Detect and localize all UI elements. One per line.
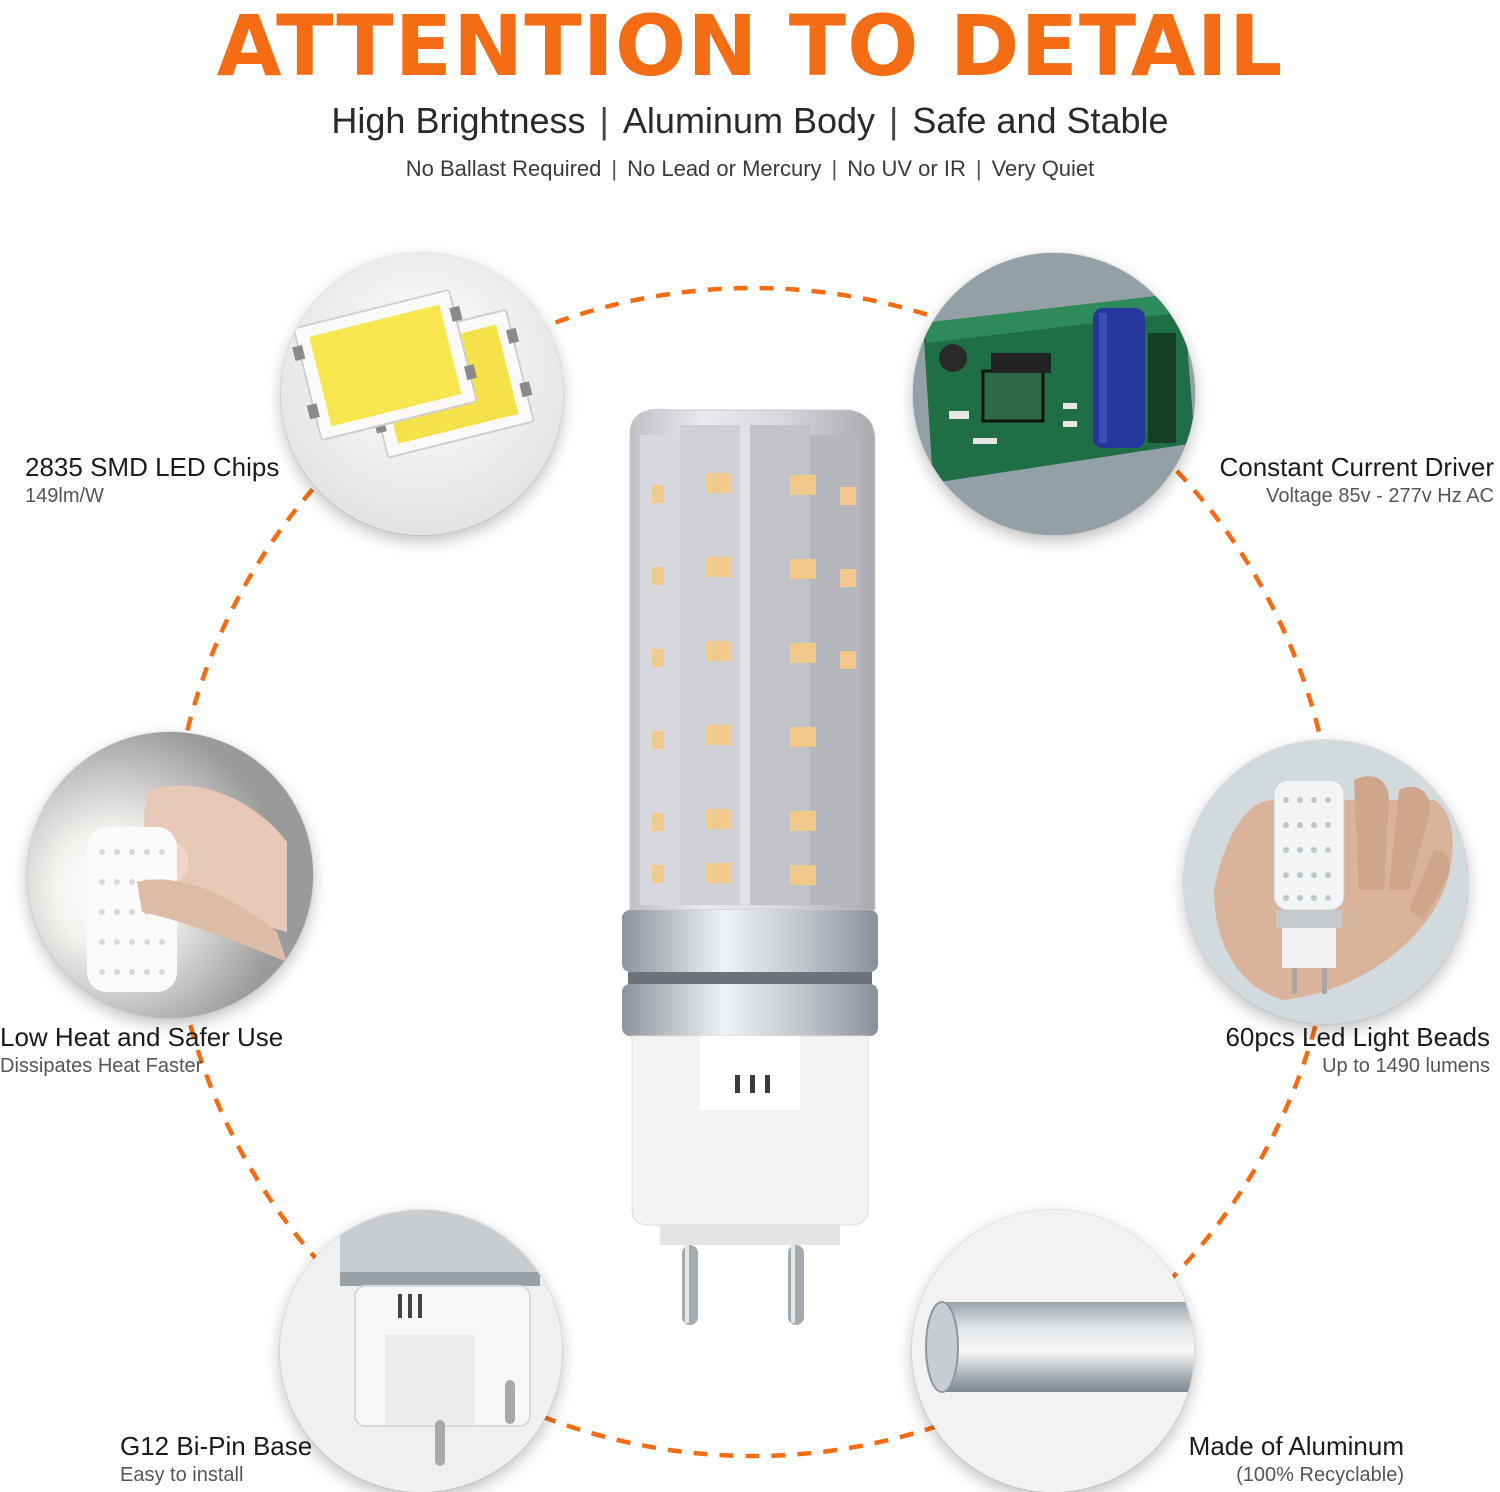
feature-title: Constant Current Driver	[1219, 452, 1494, 482]
feature-driver: Constant Current Driver Voltage 85v - 27…	[1219, 451, 1494, 509]
feature-detail: Easy to install	[120, 1464, 244, 1486]
feature-aluminum: Made of Aluminum (100% Recyclable)	[1189, 1430, 1404, 1488]
highlight-separator: |	[975, 156, 982, 181]
feature-detail: Dissipates Heat Faster	[0, 1055, 203, 1077]
feature-detail: Voltage 85v - 277v Hz AC	[1266, 485, 1494, 507]
highlight-item: No Ballast Required	[405, 156, 602, 181]
aluminum-rod-icon	[912, 1210, 1194, 1492]
subtitle-item: Aluminum Body	[622, 100, 876, 141]
circuit-board-icon	[913, 253, 1195, 535]
subtitle-separator: |	[889, 100, 899, 141]
feature-low-heat: Low Heat and Safer Use Dissipates Heat F…	[0, 1021, 283, 1079]
bi-pin-base-icon	[280, 1210, 562, 1492]
highlight-item: No Lead or Mercury	[627, 156, 822, 181]
highlight-separator: |	[611, 156, 618, 181]
feature-light-beads: 60pcs Led Light Beads Up to 1490 lumens	[1225, 1021, 1490, 1079]
hand-holding-bulb-icon	[27, 732, 313, 1018]
highlights: No Ballast Required | No Lead or Mercury | N…	[0, 154, 1500, 184]
feature-detail: (100% Recyclable)	[1236, 1464, 1404, 1486]
page-title: ATTENTION TO DETAIL	[216, 0, 1284, 95]
subtitle: High Brightness | Aluminum Body | Safe and S…	[0, 98, 1500, 144]
feature-detail: 149lm/W	[25, 485, 104, 507]
subtitle-item: High Brightness	[331, 100, 586, 141]
subtitle-separator: |	[599, 100, 609, 141]
highlight-item: No UV or IR	[847, 156, 966, 181]
feature-led-chips: 2835 SMD LED Chips 149lm/W	[25, 451, 279, 509]
subtitle-item: Safe and Stable	[912, 100, 1169, 141]
highlight-separator: |	[831, 156, 838, 181]
highlight-item: Very Quiet	[991, 156, 1095, 181]
feature-title: Made of Aluminum	[1188, 1431, 1404, 1461]
feature-detail: Up to 1490 lumens	[1322, 1055, 1490, 1077]
led-chip-icon	[281, 253, 563, 535]
corn-led-bulb-image	[622, 408, 878, 1325]
bulb-in-hand-icon	[1184, 740, 1468, 1024]
feature-title: G12 Bi-Pin Base	[120, 1431, 313, 1461]
feature-bi-pin-base: G12 Bi-Pin Base Easy to install	[120, 1430, 312, 1488]
feature-title: 60pcs Led Light Beads	[1225, 1022, 1490, 1052]
feature-title: Low Heat and Safer Use	[0, 1022, 284, 1052]
feature-title: 2835 SMD LED Chips	[25, 452, 280, 482]
